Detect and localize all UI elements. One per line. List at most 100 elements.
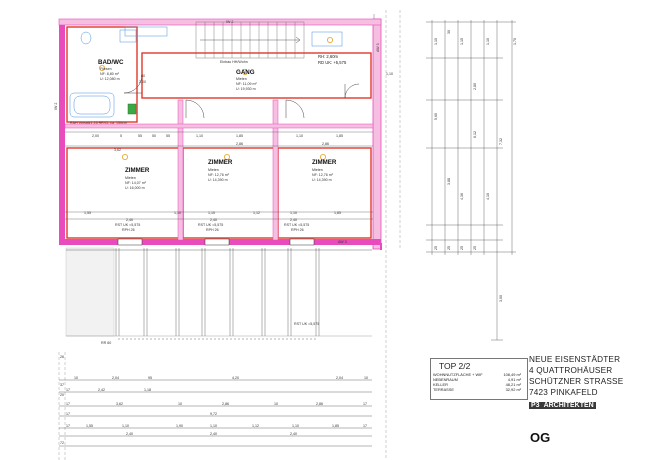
unit-title: TOP 2/2 bbox=[439, 361, 471, 371]
rd-uk-label: RD UK: +5,575 bbox=[318, 60, 347, 65]
dim-80: 80 bbox=[141, 74, 145, 78]
rdim-2: 1,15 bbox=[460, 38, 464, 45]
room-label-zimmer-1: ZIMMER Mieten NF: 14,07 m² U: 16,000 m bbox=[125, 167, 150, 190]
area-value: 32,92 m² bbox=[505, 387, 521, 393]
dim-mid-0: 3,62 bbox=[114, 148, 121, 152]
rdim-6: 6,12 bbox=[473, 131, 477, 138]
dim-room-1: 1,10 bbox=[174, 211, 181, 215]
project-line: SCHÜTZNER STRASSE bbox=[529, 377, 624, 386]
area-value: 4,91 m² bbox=[507, 377, 521, 383]
rst-uk-2: RST UK =5,575 bbox=[198, 223, 223, 227]
bdim-r3-0: 17 bbox=[66, 402, 70, 406]
exterior-wall-left bbox=[59, 19, 65, 245]
rdim-0: 1,10 bbox=[434, 38, 438, 45]
rdim-4: 1,10 bbox=[486, 38, 490, 45]
dim-win-1: 2,40 bbox=[210, 218, 217, 222]
rr-60: RR 60 bbox=[101, 341, 111, 345]
bdim-left-8: 72 bbox=[60, 441, 64, 445]
rdim-11: 25 bbox=[447, 246, 451, 250]
bdim-r5-5: 1,12 bbox=[252, 424, 259, 428]
stair bbox=[195, 21, 305, 59]
dim-room-3: 1,12 bbox=[253, 211, 260, 215]
dim-top-5: 1,10 bbox=[196, 134, 203, 138]
dim-top-0: 2,00 bbox=[92, 134, 99, 138]
dim-win-0: 2,40 bbox=[126, 218, 133, 222]
dim-room-5: 1,85 bbox=[334, 211, 341, 215]
bdim-r3-4: 10 bbox=[274, 402, 278, 406]
dim-1-10-right: 1,10 bbox=[386, 72, 393, 76]
project-line: NEUE EISENSTÄDTER bbox=[529, 355, 621, 364]
svg-text:NF: 11,09 m²: NF: 11,09 m² bbox=[236, 82, 258, 86]
area-row: KELLER 48,21 m² bbox=[433, 382, 521, 387]
bdim-r3-2: 10 bbox=[178, 402, 182, 406]
dim-top-4: 55 bbox=[166, 134, 170, 138]
area-value: 48,21 m² bbox=[505, 382, 521, 388]
bdim-r5-8: 17 bbox=[363, 424, 367, 428]
area-row: NEBENRAUM 4,91 m² bbox=[433, 377, 521, 382]
interior-wall-1 bbox=[177, 99, 184, 241]
svg-text:U: 12,080 m: U: 12,080 m bbox=[100, 77, 120, 81]
area-label: WOHNNUTZFLÄCHE + WIF bbox=[433, 372, 483, 377]
bdim-r1-4: 2,04 bbox=[336, 376, 343, 380]
grid-lines bbox=[58, 10, 401, 460]
svg-text:Mieten: Mieten bbox=[208, 168, 219, 172]
bdim-r5-0: 17 bbox=[66, 424, 70, 428]
bdim-left-1: 37 bbox=[60, 383, 64, 387]
windows bbox=[117, 238, 315, 246]
area-row: TERRASSE 32,92 m² bbox=[433, 387, 521, 392]
bdim-r6-2: 2,40 bbox=[290, 432, 297, 436]
svg-text:NF: 12,76 m²: NF: 12,76 m² bbox=[312, 173, 334, 177]
bdim-r4-0: 17 bbox=[66, 412, 70, 416]
svg-text:ZIMMER: ZIMMER bbox=[208, 159, 233, 166]
bdim-r2-2: 1,18 bbox=[144, 388, 151, 392]
svg-text:U: 14,390 m: U: 14,390 m bbox=[312, 178, 332, 182]
bdim-r2-1: 2,42 bbox=[98, 388, 105, 392]
dim-top-6: 1,85 bbox=[236, 134, 243, 138]
dim-top-8: 1,85 bbox=[336, 134, 343, 138]
room-height-label: RH: 2,60m bbox=[318, 54, 339, 59]
svg-text:Fliesen: Fliesen bbox=[100, 67, 112, 71]
bdim-r6-1: 2,40 bbox=[210, 432, 217, 436]
bdim-r1-1: 2,04 bbox=[112, 376, 119, 380]
bdim-r1-2: 95 bbox=[148, 376, 152, 380]
svg-text:U: 14,390 m: U: 14,390 m bbox=[208, 178, 228, 182]
dim-mid-2: 2,86 bbox=[322, 142, 329, 146]
dim-room-2: 1,10 bbox=[208, 211, 215, 215]
rph-1: RPH 26 bbox=[122, 228, 135, 232]
svg-text:U: 19,930 m: U: 19,930 m bbox=[236, 87, 256, 91]
rdim-13: 25 bbox=[473, 246, 477, 250]
wall-label-aw3-bottom: AW 3 bbox=[338, 240, 347, 244]
room-label-bad: BAD/WC Fliesen NF: 8,80 m² U: 12,080 m bbox=[98, 59, 124, 81]
svg-text:NF: 12,76 m²: NF: 12,76 m² bbox=[208, 173, 230, 177]
rdim-8: 4,10 bbox=[486, 193, 490, 200]
room-label-zimmer-2: ZIMMER Mieten NF: 12,76 m² U: 14,390 m bbox=[208, 159, 233, 182]
svg-text:Mieten: Mieten bbox=[125, 176, 136, 180]
area-row: WOHNNUTZFLÄCHE + WIF 108,49 m² bbox=[433, 372, 521, 377]
right-dim-chains bbox=[426, 20, 516, 341]
svg-text:Mieten: Mieten bbox=[236, 77, 247, 81]
wall-label-iw2-top: IW 2 bbox=[226, 20, 233, 24]
bdim-r3-6: 17 bbox=[363, 402, 367, 406]
stair-label: Einbau HH/Wohn bbox=[220, 60, 248, 64]
bdim-r5-7: 1,85 bbox=[332, 424, 339, 428]
bath-note: RAH Vorsatz1,16 RR/CL ca. 150cm bbox=[70, 121, 127, 125]
bdim-r1-5: 10 bbox=[364, 376, 368, 380]
dim-top-2: 55 bbox=[138, 134, 142, 138]
logo-mark: P3 bbox=[529, 402, 542, 409]
svg-text:GANG: GANG bbox=[236, 69, 255, 76]
rst-uk-3: RST UK =5,575 bbox=[284, 223, 309, 227]
rph-2: RPH 26 bbox=[206, 228, 219, 232]
dim-mid-1: 2,86 bbox=[236, 142, 243, 146]
interior-wall-2 bbox=[272, 99, 279, 241]
area-label: KELLER bbox=[433, 382, 448, 388]
stair-note-box bbox=[311, 31, 343, 47]
area-value: 108,49 m² bbox=[503, 372, 521, 377]
project-line: 7423 PINKAFELD bbox=[529, 388, 598, 397]
svg-text:ZIMMER: ZIMMER bbox=[125, 167, 150, 174]
svg-text:U: 16,000 m: U: 16,000 m bbox=[125, 186, 145, 190]
wall-label-iw2-left: IW 2 bbox=[54, 103, 58, 110]
svg-text:NF: 8,80 m²: NF: 8,80 m² bbox=[100, 72, 120, 76]
floor-label: OG bbox=[530, 430, 551, 445]
room-label-zimmer-3: ZIMMER Mieten NF: 12,76 m² U: 14,390 m bbox=[312, 159, 337, 182]
